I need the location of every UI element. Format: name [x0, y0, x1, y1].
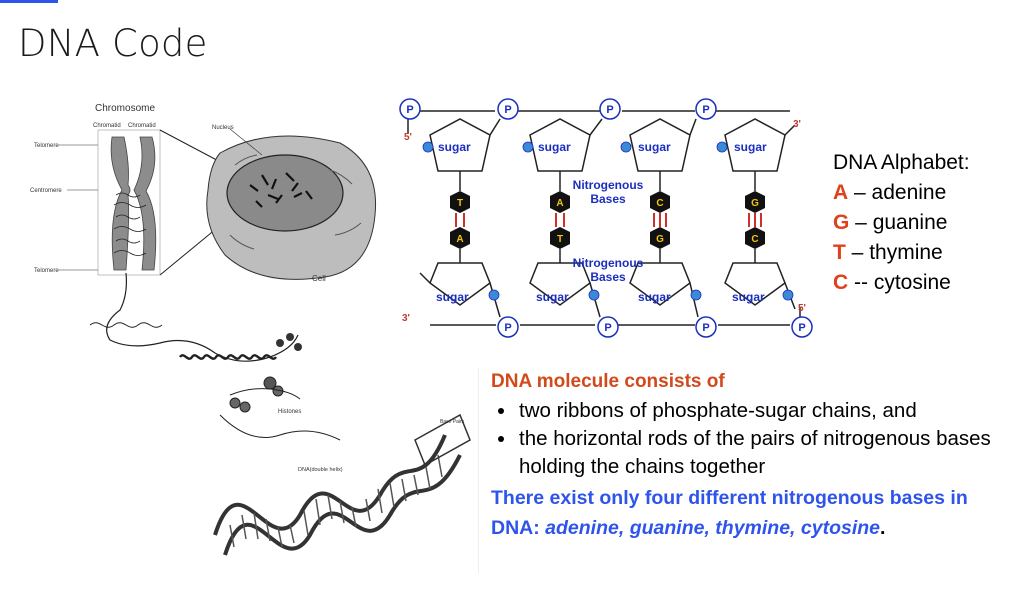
label-telomere-bottom: Telomere — [34, 268, 59, 274]
four-bases-list: adenine, guanine, thymine, cytosine — [545, 517, 880, 539]
base-letter-top-2: A — [556, 198, 563, 209]
base-letter-top-1: T — [457, 198, 463, 209]
base-letter-bottom-3: G — [656, 234, 664, 245]
dna-structure-diagram: P P P P P P P P 5' 3' 3' 5' sugar sugar … — [399, 98, 813, 338]
alphabet-header: DNA Alphabet: — [833, 151, 970, 174]
alphabet-item-guanine: G – guanine — [833, 211, 948, 234]
svg-text:P: P — [702, 322, 709, 334]
bullet-item: the horizontal rods of the pairs of nitr… — [517, 425, 1008, 481]
label-chromatid-right: Chromatid — [128, 123, 156, 129]
base-letter-bottom-1: A — [456, 234, 463, 245]
svg-text:P: P — [606, 104, 613, 116]
label-nucleus: Nucleus — [212, 125, 234, 131]
alphabet-item-adenine: A – adenine — [833, 181, 947, 204]
chromatin-coil — [89, 272, 341, 441]
label-nitrogenous-top-2: Bases — [590, 192, 626, 206]
description-block: DNA molecule consists of two ribbons of … — [478, 368, 1008, 573]
label-histones: Histones — [278, 409, 301, 415]
accent-bar — [0, 0, 58, 3]
label-3-prime-top: 3' — [793, 119, 801, 130]
label-chromatid-left: Chromatid — [93, 123, 121, 129]
label-nitrogenous-top-1: Nitrogenous — [573, 178, 644, 192]
base-hexagon — [450, 191, 765, 249]
base-letter-bottom-2: T — [557, 234, 563, 245]
phosphate-group: P P P P P P P P — [399, 98, 813, 338]
molecule-heading: DNA molecule consists of — [491, 371, 725, 392]
svg-text:P: P — [702, 104, 709, 116]
molecule-bullets: two ribbons of phosphate-sugar chains, a… — [491, 397, 1008, 481]
base-letter-top-3: C — [656, 198, 663, 209]
label-centromere: Centromere — [30, 188, 62, 194]
label-nitrogenous-bottom-1: Nitrogenous — [573, 256, 644, 270]
alphabet-item-cytosine: C -- cytosine — [833, 271, 951, 294]
sugar-label: sugar — [538, 140, 571, 154]
sugar-label: sugar — [438, 140, 471, 154]
svg-text:P: P — [604, 322, 611, 334]
svg-text:P: P — [504, 104, 511, 116]
svg-text:P: P — [798, 322, 805, 334]
sugar-label: sugar — [638, 290, 671, 304]
chromosome-shape — [110, 136, 157, 271]
base-letter-top-4: G — [751, 198, 759, 209]
dna-alphabet: DNA Alphabet: A – adenine G – guanine T … — [833, 148, 970, 298]
label-base-pairs: Base Pairs — [440, 419, 465, 425]
sugar-label: sugar — [734, 140, 767, 154]
label-5-prime-bottom: 5' — [798, 303, 806, 314]
label-chromosome: Chromosome — [95, 103, 155, 114]
label-5-prime-top: 5' — [404, 132, 412, 143]
four-bases-statement: There exist only four different nitrogen… — [491, 487, 968, 539]
cell-shape — [206, 135, 377, 280]
sugar-label: sugar — [536, 290, 569, 304]
sugar-label: sugar — [436, 290, 469, 304]
label-dna-double-helix: DNA(double helix) — [298, 467, 343, 473]
svg-text:P: P — [406, 104, 413, 116]
label-cell: Cell — [312, 274, 326, 283]
slide-title: DNA Code — [18, 22, 208, 65]
alphabet-item-thymine: T – thymine — [833, 241, 943, 264]
bullet-item: two ribbons of phosphate-sugar chains, a… — [517, 397, 1008, 425]
label-telomere-top: Telomere — [34, 143, 59, 149]
label-nitrogenous-bottom-2: Bases — [590, 270, 626, 284]
svg-text:P: P — [504, 322, 511, 334]
sugar-label: sugar — [732, 290, 765, 304]
dna-double-helix — [213, 413, 471, 556]
base-letter-bottom-4: C — [751, 234, 758, 245]
sugar-label: sugar — [638, 140, 671, 154]
label-3-prime-bottom: 3' — [402, 313, 410, 324]
cell-chromosome-illustration: Chromosome Chromatid Chromatid Telomere … — [30, 103, 471, 556]
